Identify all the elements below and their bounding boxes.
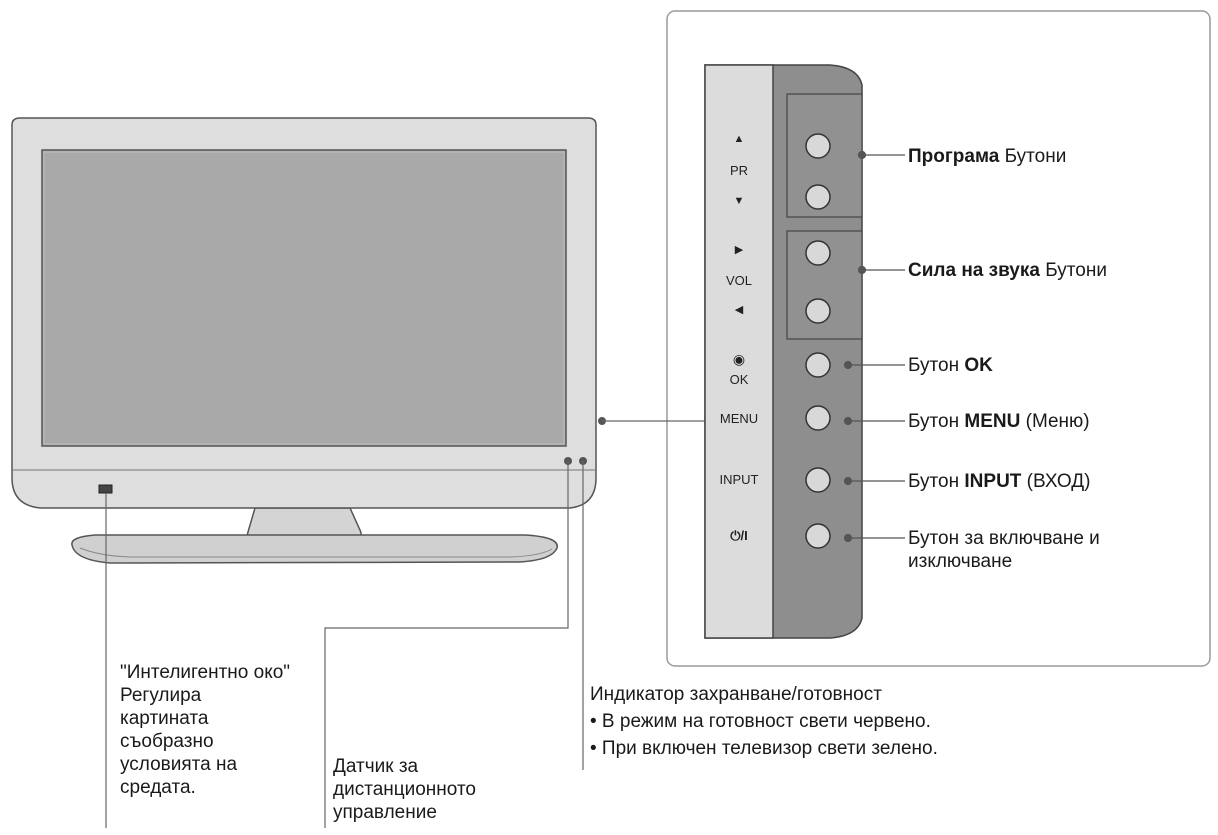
intelligent-eye-label: "Интелигентно око" Регулира картината съ… <box>120 662 291 798</box>
ok-dot-icon: ◉ <box>732 351 746 367</box>
tv-stand <box>71 507 558 564</box>
volume-buttons-label: Сила на звука Бутони <box>908 260 1107 281</box>
program-buttons-label: Програма Бутони <box>908 146 1067 167</box>
ok-button-label: Бутон OK <box>908 355 993 376</box>
volume-down-button[interactable] <box>805 298 831 324</box>
right-leaders <box>843 150 905 543</box>
power-button-label-1: Бутон за включване и <box>908 528 1100 549</box>
power-button[interactable] <box>805 523 831 549</box>
intelligent-eye-sensor <box>98 484 113 494</box>
ok-label: OK <box>729 372 749 387</box>
tv-body <box>11 117 597 509</box>
program-up-button[interactable] <box>805 133 831 159</box>
input-button-label: Бутон INPUT (ВХОД) <box>908 471 1091 492</box>
pr-label: PR <box>729 163 749 178</box>
input-button[interactable] <box>805 467 831 493</box>
left-triangle-icon: ◀ <box>734 304 744 316</box>
program-down-button[interactable] <box>805 184 831 210</box>
down-triangle-icon: ▼ <box>733 195 745 207</box>
vol-label: VOL <box>725 273 752 288</box>
remote-sensor-label: Датчик за дистанционното управление <box>333 756 477 823</box>
power-icon: ⏻/I <box>730 528 748 543</box>
volume-up-button[interactable] <box>805 240 831 266</box>
power-indicator-label: Индикатор захранване/готовност • В режим… <box>590 684 938 759</box>
power-button-label-2: изключване <box>908 551 1013 572</box>
inset-frame <box>666 10 1211 667</box>
right-triangle-icon: ▶ <box>734 244 744 256</box>
up-triangle-icon: ▲ <box>733 133 745 145</box>
menu-button-label: Бутон MENU (Меню) <box>908 411 1090 432</box>
menu-label: MENU <box>719 411 759 426</box>
ok-button[interactable] <box>805 352 831 378</box>
menu-button[interactable] <box>805 405 831 431</box>
input-label: INPUT <box>719 472 759 487</box>
